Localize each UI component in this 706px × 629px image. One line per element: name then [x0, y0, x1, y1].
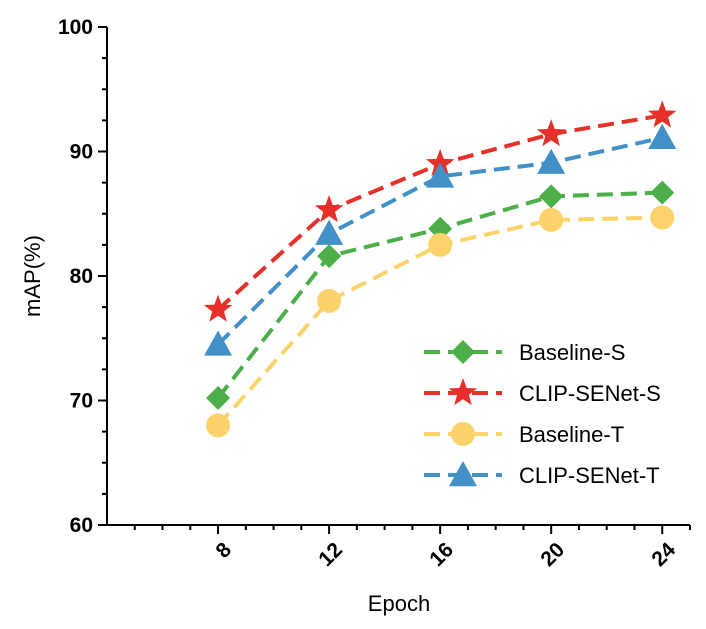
data-point-marker	[539, 184, 564, 209]
legend-label: CLIP-SENet-T	[519, 463, 660, 488]
x-tick-label: 8	[211, 538, 236, 563]
y-tick-label: 100	[58, 16, 93, 39]
legend-label: CLIP-SENet-S	[519, 381, 661, 406]
legend-item: Baseline-S	[424, 340, 625, 365]
data-point-marker	[206, 386, 231, 411]
data-point-marker	[206, 413, 231, 438]
data-point-marker	[426, 162, 455, 188]
series-line	[216, 135, 663, 346]
data-point-marker	[314, 195, 344, 223]
legend-label: Baseline-S	[519, 340, 625, 365]
data-point-marker	[647, 100, 677, 128]
data-point-marker	[648, 123, 677, 150]
legend-marker	[448, 378, 478, 406]
legend-marker	[451, 422, 475, 446]
legend: Baseline-S CLIP-SENet-S Baseline-T CLIP-SEN…	[424, 340, 661, 488]
data-point-marker	[315, 219, 344, 245]
series-baseline-t	[206, 205, 675, 438]
y-axis-label: mAP(%)	[20, 235, 45, 317]
legend-marker	[451, 340, 475, 364]
series-clip-senet-t	[204, 123, 677, 356]
legend-label: Baseline-T	[519, 422, 624, 447]
x-tick-label: 16	[425, 538, 458, 571]
x-tick-label: 20	[536, 538, 569, 571]
data-point-marker	[317, 288, 342, 313]
series-layer	[203, 100, 677, 438]
x-tick-label: 12	[314, 538, 347, 571]
data-point-marker	[428, 232, 453, 257]
legend-item: CLIP-SENet-S	[424, 378, 661, 406]
data-point-marker	[650, 205, 675, 230]
data-point-marker	[204, 330, 233, 356]
x-tick-label: 24	[647, 538, 680, 571]
data-point-marker	[539, 207, 564, 232]
y-tick-label: 70	[70, 390, 93, 413]
legend-marker	[449, 461, 477, 487]
data-point-marker	[650, 180, 675, 205]
legend-item: CLIP-SENet-T	[424, 461, 660, 488]
data-point-marker	[537, 148, 566, 174]
data-point-marker	[317, 244, 342, 269]
x-axis-label: Epoch	[368, 591, 430, 616]
series-line	[216, 113, 663, 312]
data-point-marker	[536, 119, 566, 147]
y-tick-label: 90	[70, 141, 93, 164]
legend-item: Baseline-T	[424, 422, 624, 447]
y-tick-label: 60	[70, 514, 93, 537]
data-point-marker	[203, 294, 233, 322]
y-tick-label: 80	[70, 265, 93, 288]
series-baseline-s	[206, 180, 675, 411]
